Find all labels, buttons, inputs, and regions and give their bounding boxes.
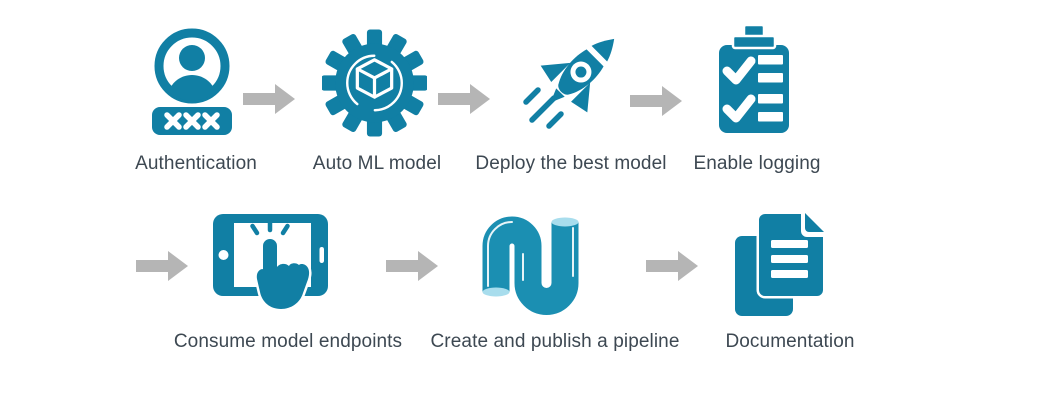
tablet-touch-icon — [213, 214, 328, 318]
documents-icon — [731, 212, 826, 320]
right-block-arrow-icon — [136, 251, 188, 281]
rocket-icon — [518, 33, 624, 139]
step-label: Deploy the best model — [475, 153, 667, 174]
right-block-arrow-icon — [630, 86, 682, 116]
clipboard-checklist-icon — [717, 25, 791, 135]
step-label: Auto ML model — [312, 153, 442, 174]
step-label: Documentation — [725, 331, 855, 352]
step-label: Create and publish a pipeline — [430, 331, 680, 352]
user-password-icon — [152, 28, 232, 136]
step-label: Authentication — [135, 153, 257, 174]
step-label: Enable logging — [693, 153, 821, 174]
right-block-arrow-icon — [386, 251, 438, 281]
right-block-arrow-icon — [438, 84, 490, 114]
pipe-icon — [482, 216, 580, 316]
right-block-arrow-icon — [646, 251, 698, 281]
gear-cube-icon — [322, 28, 427, 138]
step-label: Consume model endpoints — [173, 331, 403, 352]
right-block-arrow-icon — [243, 84, 295, 114]
